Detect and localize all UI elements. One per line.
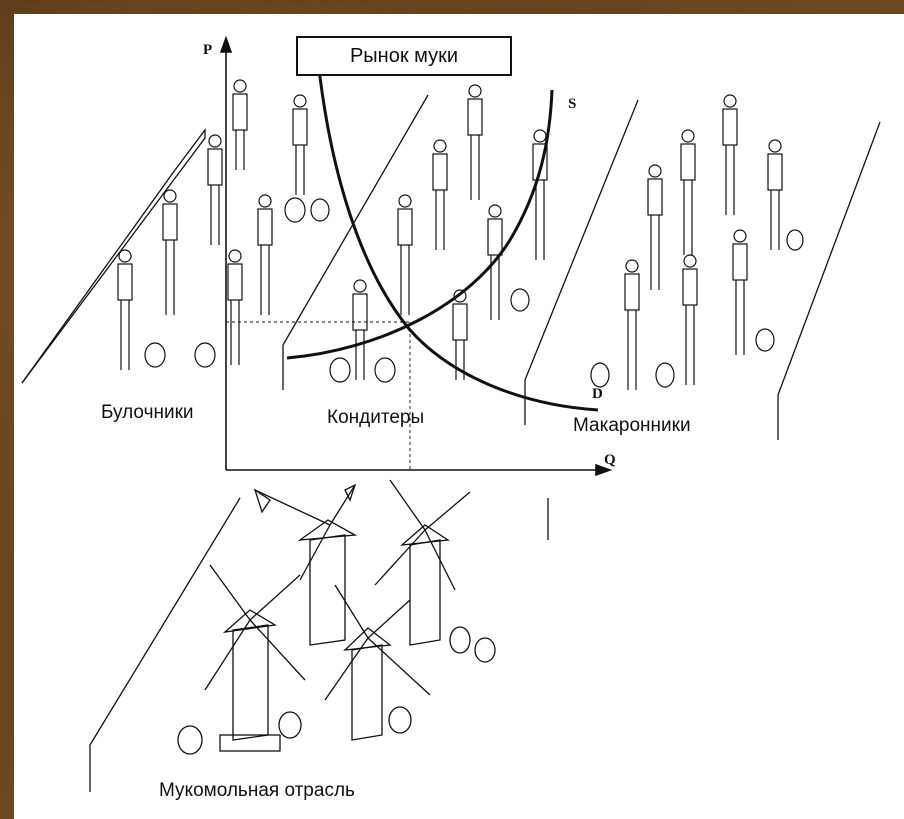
axis-q-arrow: [595, 463, 613, 477]
market-title: Рынок муки: [296, 36, 512, 76]
pasta-figures: [590, 94, 804, 390]
windmills: [177, 479, 496, 755]
supply-label: S: [568, 96, 577, 112]
supply-curve: [286, 89, 554, 360]
segment-pasta-label: Макаронники: [573, 415, 691, 436]
plane-pasta: [524, 99, 639, 425]
axis-p-label: P: [203, 42, 213, 58]
windmill-3: [204, 564, 306, 752]
windmill-4: [324, 584, 431, 741]
segment-flour-label: Мукомольная отрасль: [159, 780, 355, 801]
axis-q-label: Q: [604, 452, 616, 468]
segment-bakers-label: Булочники: [101, 402, 194, 423]
plane-bakers: [21, 128, 206, 384]
plane-right: [777, 121, 881, 440]
diagram-panel: [14, 14, 904, 819]
axes: [219, 35, 613, 477]
demand-curve: [316, 59, 599, 412]
demand-label: D: [592, 386, 603, 402]
bakers-figures: [117, 79, 330, 370]
equilibrium-guides: [226, 321, 411, 470]
plane-confectioners: [282, 94, 429, 390]
confectioners-figures: [329, 84, 548, 383]
plane-flour: [89, 497, 549, 792]
windmill-2: [374, 479, 471, 646]
axis-p-arrow: [219, 35, 233, 53]
segment-confectioners-label: Кондитеры: [327, 407, 425, 428]
windmill-1: [253, 483, 358, 646]
